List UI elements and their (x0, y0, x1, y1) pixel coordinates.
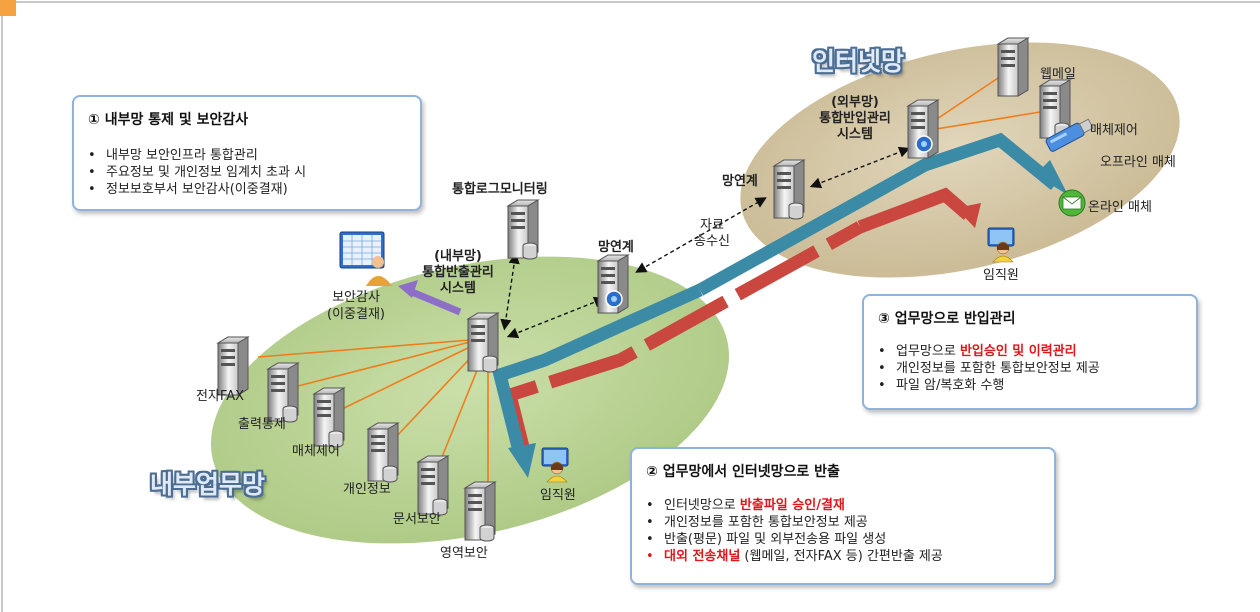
export-process-box: ② 업무망에서 인터넷망으로 반출 인터넷망으로 반출파일 승인/결재 개인정보… (630, 447, 1056, 585)
usb-icon (1045, 118, 1094, 152)
internal-control-item: 정보보호부서 보안감사(이중결재) (86, 181, 306, 198)
external-system-server-icon (908, 100, 938, 158)
internal-system-label-line3: 시스템 (440, 281, 476, 296)
dashed-links (500, 146, 911, 339)
export-process-item: 반출(평문) 파일 및 외부전송용 파일 생성 (644, 531, 943, 548)
internal-connectors (257, 339, 489, 482)
corner-accent (0, 0, 16, 16)
export-process-item: 대외 전송채널 (웹메일, 전자FAX 등) 간편반출 제공 (644, 548, 943, 565)
import-management-list: 업무망으로 반입승인 및 이력관리 개인정보를 포함한 통합보안정보 제공 파일… (876, 343, 1100, 394)
export-item4-text: (웹메일, 전자FAX 등) 간편반출 제공 (740, 549, 943, 564)
import-management-item: 개인정보를 포함한 통합보안정보 제공 (876, 360, 1100, 377)
media-inner-server-icon (314, 388, 344, 447)
internal-system-label: (내부망) 통합반출관리 시스템 (408, 249, 508, 297)
export-process-title: ② 업무망에서 인터넷망으로 반출 (646, 464, 840, 480)
doc-security-label: 문서보안 (393, 512, 441, 527)
internet-zone-label: 인터넷망 (812, 47, 905, 76)
gateway-inner-label: 망연계 (598, 240, 634, 255)
print-label: 출력통제 (238, 417, 286, 432)
internal-control-item: 주요정보 및 개인정보 임계치 초과 시 (86, 164, 306, 181)
import-item1-highlight: 반입승인 및 이력관리 (959, 344, 1077, 359)
data-transfer-label: 자료 송수신 (683, 218, 741, 250)
export-flow-arrow (492, 132, 1068, 478)
external-system-label-line3: 시스템 (837, 127, 873, 142)
export-process-item: 인터넷망으로 반출파일 승인/결재 (644, 497, 943, 514)
import-management-box: ③ 업무망으로 반입관리 업무망으로 반입승인 및 이력관리 개인정보를 포함한… (862, 294, 1198, 410)
audit-label: 보안감사 (이중결재) (318, 289, 394, 323)
employee-inner-label: 임직원 (540, 488, 576, 503)
internal-control-title: ① 내부망 통제 및 보안감사 (88, 112, 249, 128)
export-item4-highlight: 대외 전송채널 (664, 549, 741, 564)
privacy-server-icon (368, 423, 398, 482)
import-item1-text: 업무망으로 (896, 344, 960, 359)
internet-connectors (927, 69, 1041, 131)
export-item1-highlight: 반출파일 승인/결재 (739, 498, 845, 513)
gateway-inner-server-icon (598, 255, 628, 313)
import-management-title: ③ 업무망으로 반입관리 (878, 311, 1016, 327)
internal-control-item: 내부망 보안인프라 통합관리 (86, 147, 306, 164)
gateway-outer-label: 망연계 (722, 174, 758, 189)
export-process-item: 개인정보를 포함한 통합보안정보 제공 (644, 514, 943, 531)
audit-arrow (398, 280, 462, 316)
internal-control-list: 내부망 보안인프라 통합관리 주요정보 및 개인정보 임계치 초과 시 정보보호… (86, 147, 306, 198)
area-server-icon (465, 482, 495, 541)
external-system-label-line1: (외부망) (831, 95, 879, 110)
internal-system-server-icon (468, 313, 498, 372)
external-system-label: (외부망) 통합반입관리 시스템 (800, 95, 910, 143)
media-inner-label: 매체제어 (292, 444, 340, 459)
internal-system-label-line1: (내부망) (434, 249, 482, 264)
privacy-label: 개인정보 (343, 482, 391, 497)
gateway-outer-server-icon (774, 160, 804, 219)
webmail-label: 웹메일 (1040, 67, 1076, 82)
internal-control-box: ① 내부망 통제 및 보안감사 내부망 보안인프라 통합관리 주요정보 및 개인… (72, 95, 422, 211)
external-system-label-line2: 통합반입관리 (819, 111, 891, 126)
fax-label: 전자FAX (196, 389, 245, 404)
data-transfer-label-line2: 송수신 (694, 234, 730, 249)
export-item1-text: 인터넷망으로 (664, 498, 740, 513)
export-process-list: 인터넷망으로 반출파일 승인/결재 개인정보를 포함한 통합보안정보 제공 반출… (644, 497, 943, 565)
internal-system-label-line2: 통합반출관리 (422, 265, 494, 280)
area-security-label: 영역보안 (440, 546, 488, 561)
doc-server-icon (418, 456, 448, 515)
audit-label-line2: (이중결재) (327, 307, 385, 322)
webmail-server-icon (997, 37, 1029, 97)
auditor-icon (339, 231, 392, 286)
online-media-label: 온라인 매체 (1088, 200, 1152, 215)
log-monitor-label: 통합로그모니터링 (452, 182, 548, 197)
offline-media-label: 오프라인 매체 (1100, 155, 1176, 170)
employee-outer-label: 임직원 (983, 268, 1019, 283)
log-monitor-server-icon (508, 200, 538, 259)
data-transfer-label-line1: 자료 (700, 218, 724, 233)
import-management-item: 업무망으로 반입승인 및 이력관리 (876, 343, 1100, 360)
media-outer-label: 매체제어 (1090, 123, 1138, 138)
audit-label-line1: 보안감사 (332, 290, 380, 305)
import-management-item: 파일 암/복호화 수행 (876, 377, 1100, 394)
internal-zone-label: 내부업무망 (150, 470, 266, 499)
mail-icon (1058, 189, 1086, 217)
